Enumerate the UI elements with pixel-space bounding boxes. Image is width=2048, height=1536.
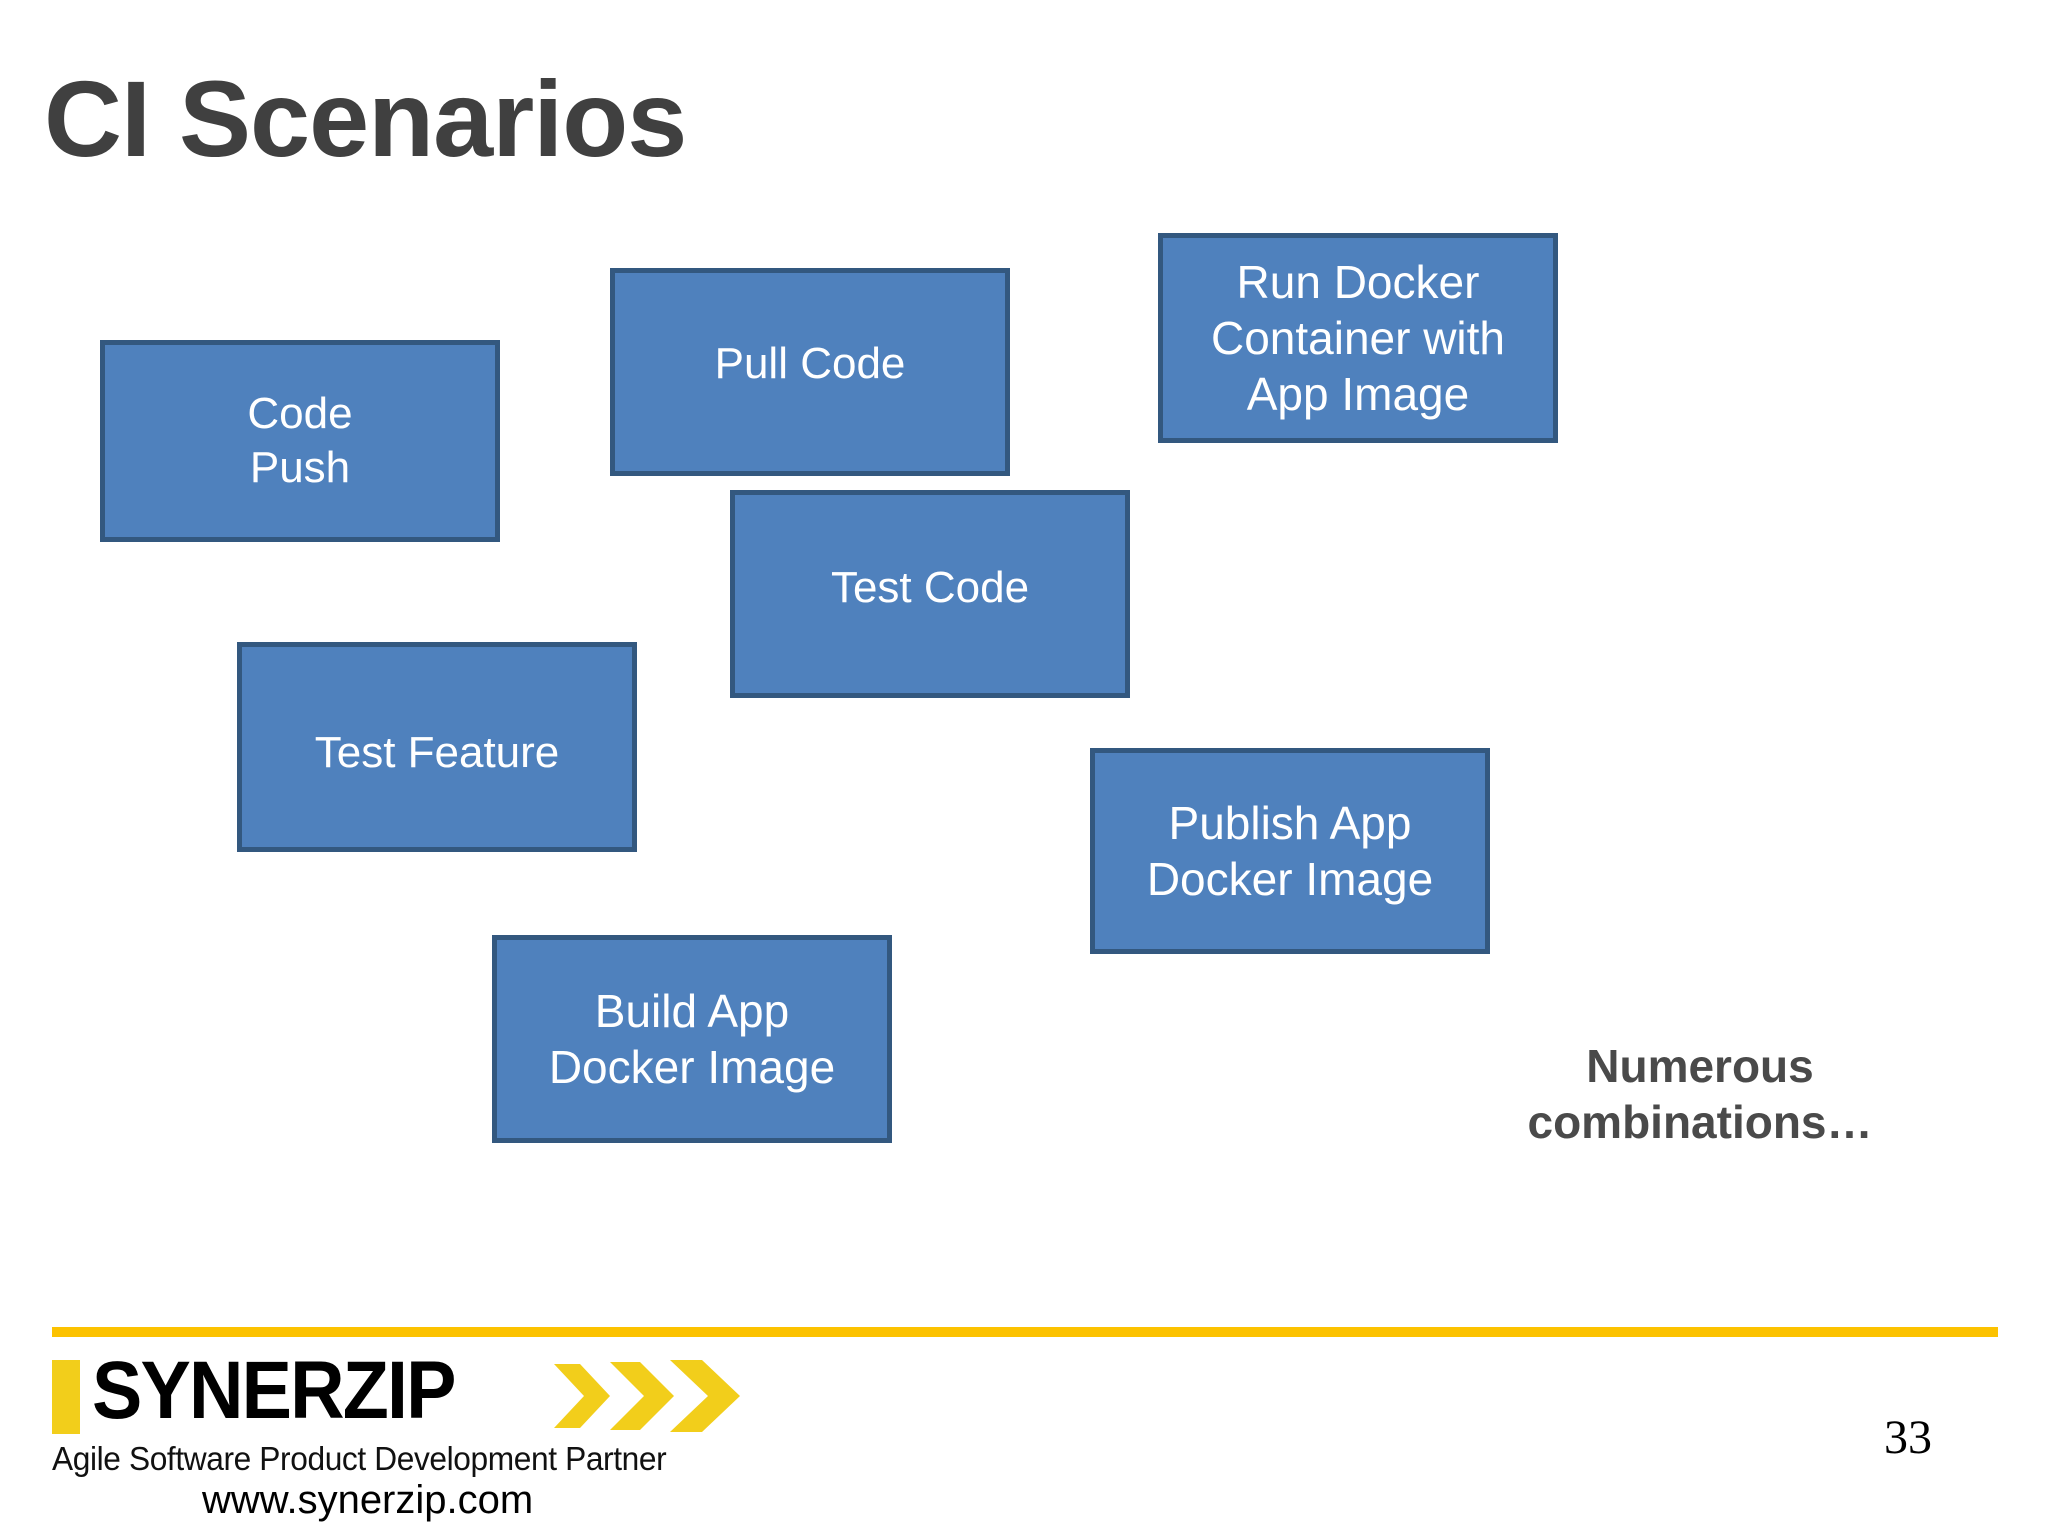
process-box-test-feature[interactable]: Test Feature xyxy=(237,642,637,852)
logo-tagline: Agile Software Product Development Partn… xyxy=(52,1440,667,1477)
logo-wordmark: SYNERZIP xyxy=(92,1345,456,1436)
process-box-label: Code Push xyxy=(247,389,353,492)
process-box-label: Run Docker Container with App Image xyxy=(1210,255,1506,421)
chevrons-icon xyxy=(552,1358,742,1434)
process-box-build-app-docker-image[interactable]: Build App Docker Image xyxy=(492,935,892,1143)
process-box-label: Test Code xyxy=(830,563,1030,613)
process-box-code-push[interactable]: Code Push xyxy=(100,340,500,542)
process-box-test-code[interactable]: Test Code xyxy=(730,490,1130,698)
process-box-label: Build App Docker Image xyxy=(548,984,836,1093)
process-box-label: Pull Code xyxy=(714,339,906,389)
footer-divider xyxy=(52,1327,1998,1337)
website-url: www.synerzip.com xyxy=(202,1478,534,1522)
process-box-publish-app-docker-image[interactable]: Publish App Docker Image xyxy=(1090,748,1490,954)
page-title: CI Scenarios xyxy=(44,58,687,179)
synerzip-logo: SYNERZIP Agile Software Product Developm… xyxy=(52,1350,752,1522)
numerous-combinations-note: Numerous combinations… xyxy=(1527,1040,1873,1149)
process-box-label: Test Feature xyxy=(314,728,560,778)
process-box-label: Publish App Docker Image xyxy=(1146,796,1434,905)
page-number: 33 xyxy=(1884,1411,1932,1464)
process-box-pull-code[interactable]: Pull Code xyxy=(610,268,1010,476)
process-box-run-docker-container[interactable]: Run Docker Container with App Image xyxy=(1158,233,1558,443)
logo-accent-bar xyxy=(52,1360,80,1434)
